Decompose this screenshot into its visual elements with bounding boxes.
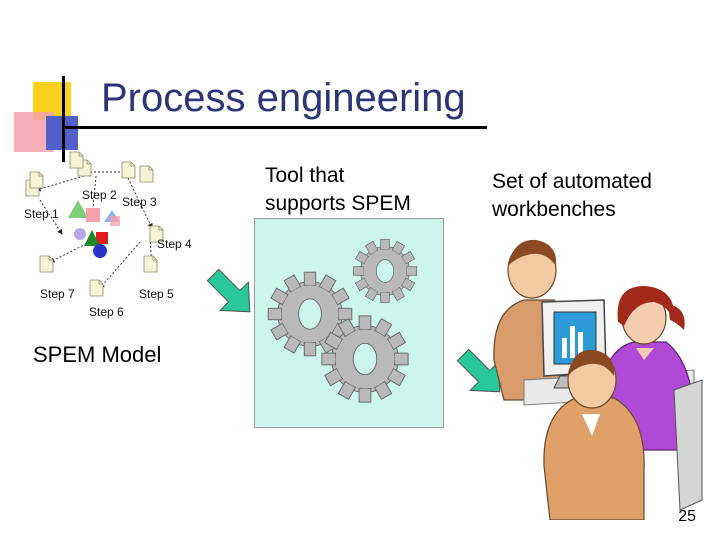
- step-label-5: Step 5: [139, 287, 174, 301]
- step-label-6: Step 6: [89, 305, 124, 319]
- spem-model-label: SPEM Model: [33, 342, 162, 367]
- person-front: [543, 349, 645, 520]
- arrow-icon: [456, 348, 501, 393]
- workbench-caption-line2: workbenches: [492, 198, 616, 221]
- page-number: 25: [678, 508, 696, 525]
- title-decoration: [0, 0, 120, 170]
- people-at-computers-illustration: [493, 239, 703, 520]
- gear-icon: [352, 238, 418, 304]
- spem-shapes: [68, 200, 120, 258]
- step-label-3: Step 3: [122, 195, 157, 209]
- step-label-1: Step 1: [24, 207, 59, 221]
- arrow-icon: [206, 268, 251, 313]
- slide-title: Process engineering: [101, 76, 466, 120]
- step-label-4: Step 4: [157, 237, 192, 251]
- tool-caption-line2: supports SPEM: [265, 192, 411, 215]
- spem-model-graph: [25, 151, 164, 297]
- step-label-2: Step 2: [82, 188, 117, 202]
- spem-tool-box: [254, 218, 444, 428]
- tool-caption-line1: Tool that: [265, 164, 345, 187]
- deco-vertical-line: [62, 76, 65, 162]
- gears-illustration: [267, 238, 418, 403]
- workbench-caption-line1: Set of automated: [492, 170, 652, 193]
- spem-model-diagram: Step 1 Step 2 Step 3 Step 4 Step 5 Step …: [0, 150, 260, 340]
- document-icon: [25, 151, 164, 297]
- title-underline: [62, 126, 487, 129]
- step-label-7: Step 7: [40, 287, 75, 301]
